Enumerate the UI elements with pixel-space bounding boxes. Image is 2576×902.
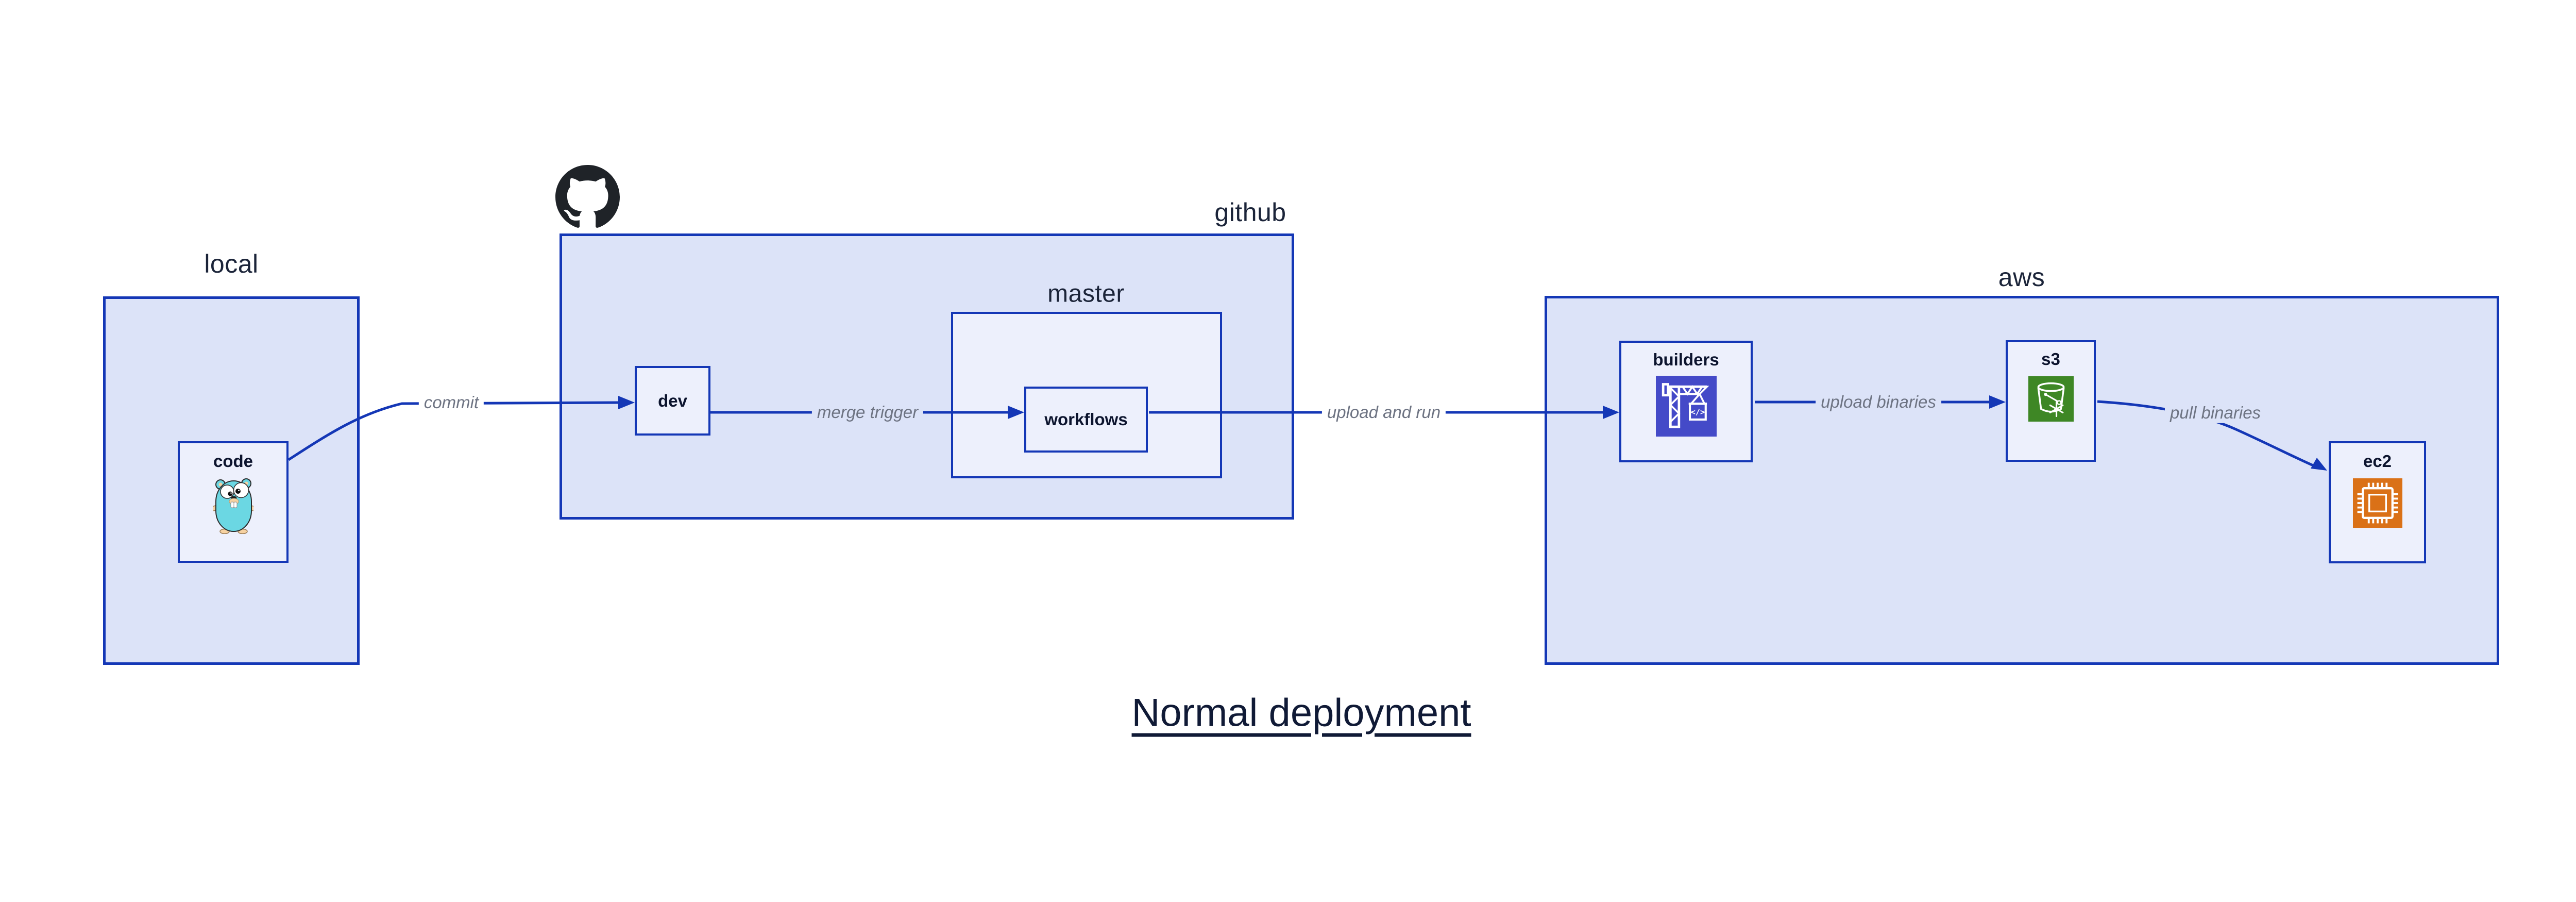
edge-label-merge-trigger: merge trigger [811,402,924,423]
arrowhead-workflows [1008,406,1024,419]
github-octocat-logo [555,165,620,228]
edge-label-upload-binaries: upload binaries [1816,391,1941,413]
node-dev: dev [635,366,710,436]
node-label-s3: s3 [2041,349,2060,369]
go-gopher-icon [213,478,253,534]
arrowhead-builders [1603,406,1619,419]
ec2-chip-icon [2352,478,2402,528]
edge-label-upload-and-run: upload and run [1321,402,1446,423]
s3-bucket-snowflake-icon [2028,376,2074,422]
container-label-github: github [1214,198,1286,227]
edge-label-commit: commit [418,392,484,413]
node-ec2: ec2 [2329,441,2426,563]
node-label-builders: builders [1653,350,1719,369]
arrowhead-ec2 [2311,458,2327,471]
node-s3: s3 [2006,340,2096,462]
svg-text:</>: </> [1690,408,1705,417]
node-label-dev: dev [658,391,687,410]
codebuild-crane-icon: </> [1655,376,1717,437]
container-label-local: local [204,249,259,278]
arrowhead-s3 [1989,395,2006,409]
edge-commit [287,401,619,461]
arrowhead-dev [618,396,635,409]
node-label-ec2: ec2 [2363,452,2392,471]
node-label-workflows: workflows [1044,410,1128,429]
container-label-aws: aws [1998,263,2045,292]
node-code: code [178,441,289,563]
edge-label-pull-binaries: pull binaries [2164,402,2266,424]
node-workflows: workflows [1024,387,1148,453]
node-label-code: code [213,452,253,471]
edge-pull-binaries [2097,400,2315,467]
diagram-title: Normal deployment [1131,691,1471,735]
container-label-master: master [1047,280,1125,308]
node-builders: builders </> [1619,341,1753,462]
